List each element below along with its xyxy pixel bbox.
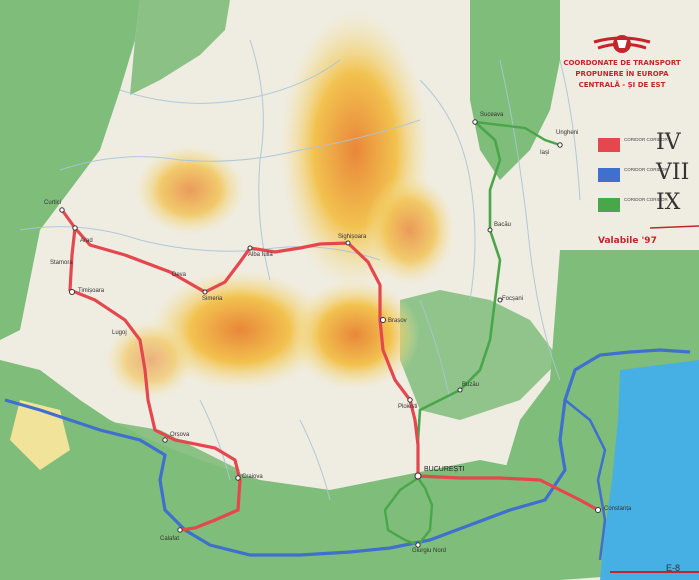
corner-mark: E-8 [666,563,681,573]
city-label-stamora: Stamora [50,260,73,266]
corridor-iv-route [60,209,242,532]
city-label-constanta: Constanța [604,506,632,512]
corridor-ix-north-branch [474,120,561,147]
legend-label-iv: IV [656,130,681,155]
city-label-iasi: Iași [540,150,550,156]
city-markers [59,119,601,548]
corridor-ix-route [416,121,502,470]
legend-caption-vii: CORIDOR CORIDOR [624,167,668,172]
city-label-simeria: Simeria [202,296,223,302]
legend-swatch-iv [598,138,620,152]
legend-caption-iv: CORIDOR CORIDOR [624,137,668,142]
city-label-bacau: Bacău [494,222,512,228]
legend-item-ix: CORIDOR CORIDOR IX [598,190,694,220]
city-label-calafat: Calafat [160,536,180,542]
legend-swatch-ix [598,198,620,212]
map-title: COORDONATE DE TRANSPORT PROPUNERE ÎN EUR… [552,58,692,91]
city-label-lugoj: Lugoj [112,330,127,336]
city-label-ungheni: Ungheni [556,130,579,136]
corridor-vii-route [4,348,691,557]
legend-item-iv: CORIDOR CORIDOR IV [598,130,694,160]
city-label-buzau: Buzău [462,382,480,388]
corridor-iv-east [417,474,599,512]
legend-item-vii: CORIDOR CORIDOR VII [598,160,694,190]
map-title-line-3: CENTRALĂ - ȘI DE EST [578,81,666,89]
city-label-deva: Deva [172,272,187,278]
river-network [19,39,581,501]
city-label-curtici: Curtici [44,200,62,206]
map-title-line-2: PROPUNERE ÎN EUROPA [575,70,669,78]
city-label-brasov: Brașov [388,318,407,324]
city-label-giurgiu: Giurgiu Nord [412,548,447,554]
city-label-sighisoara: Sighișoara [338,234,367,240]
city-label-focsani: Focșani [502,296,524,302]
corridor-legend: CORIDOR CORIDOR IV CORIDOR CORIDOR VII C… [598,130,694,220]
danube-branch [564,399,607,561]
legend-label-vii: VII [656,160,690,185]
legend-caption-ix: CORIDOR CORIDOR [624,197,668,202]
validity-note: Valabile '97 [598,236,657,246]
black-sea [600,360,699,580]
city-label-craiova: Craiova [242,474,263,480]
city-label-timisoara: Timișoara [78,288,105,294]
map-title-line-1: COORDONATE DE TRANSPORT [563,59,681,67]
corridor-iv-north-arc [73,226,420,476]
railway-logo [593,35,651,53]
city-label-bucuresti: BUCUREȘTI [424,466,465,473]
city-label-ploiesti: Ploiești [398,404,418,410]
legend-divider [649,225,699,229]
city-label-orsova: Orșova [170,432,190,438]
mountain-areas [105,10,455,400]
legend-swatch-vii [598,168,620,182]
legend-label-ix: IX [656,190,681,215]
city-label-arad: Arad [80,238,93,244]
city-label-alba: Alba Iulia [248,252,273,258]
corridor-ix-bucharest-ring [383,476,434,547]
city-label-suceava: Suceava [480,112,504,118]
